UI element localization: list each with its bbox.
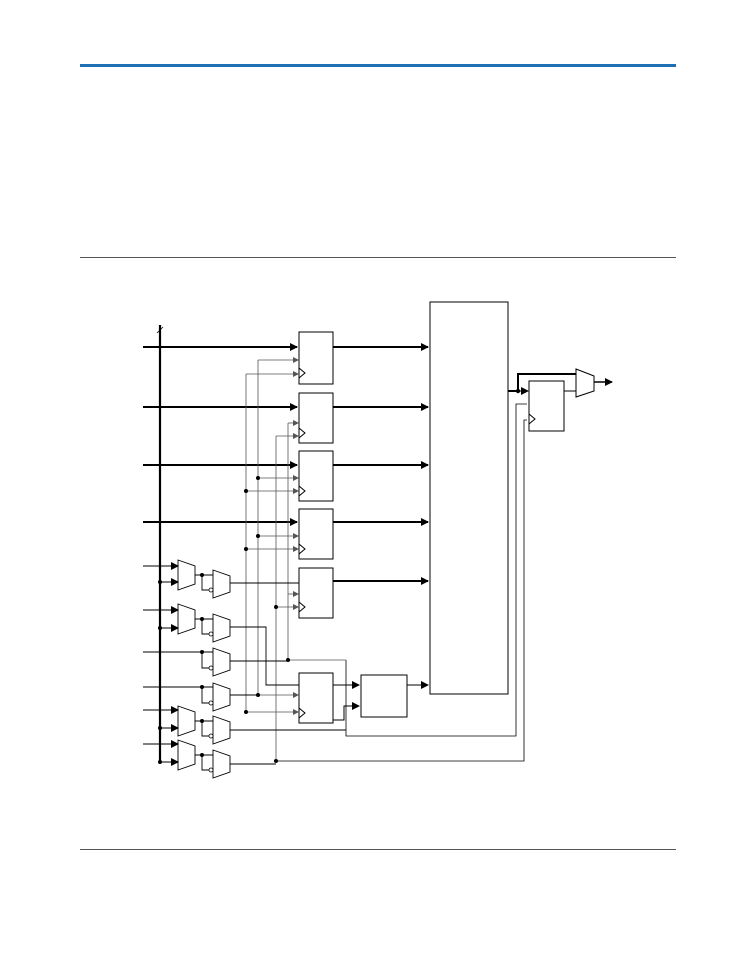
control-junctions xyxy=(244,476,290,763)
secondary-block xyxy=(360,674,408,718)
mux-chain-1 xyxy=(177,559,231,599)
mux-chain-4 xyxy=(212,682,231,712)
register-3 xyxy=(298,450,334,502)
mux-junctions xyxy=(158,573,204,764)
register-output-arrows xyxy=(333,343,429,585)
control-arrowheads xyxy=(293,357,299,715)
header-rule xyxy=(80,64,676,67)
register-6 xyxy=(298,672,334,724)
register-1 xyxy=(298,331,334,385)
output-wires xyxy=(276,373,613,762)
output-mux xyxy=(575,368,595,398)
output-register xyxy=(528,380,565,432)
bus-input-arrows xyxy=(143,343,298,526)
section-rule-top xyxy=(80,257,676,258)
register-4 xyxy=(298,508,334,560)
mux-chain-5 xyxy=(177,705,231,745)
mux-chain-3 xyxy=(212,647,231,677)
register-5 xyxy=(298,567,334,619)
section-rule-bottom xyxy=(80,849,676,850)
input-bus xyxy=(156,325,164,762)
mux-chain-6 xyxy=(177,739,231,779)
register-2 xyxy=(298,392,334,444)
main-block xyxy=(429,301,509,695)
mux-chain-2 xyxy=(177,603,231,643)
output-junction xyxy=(515,388,521,394)
mux-select-bubbles xyxy=(208,587,214,773)
